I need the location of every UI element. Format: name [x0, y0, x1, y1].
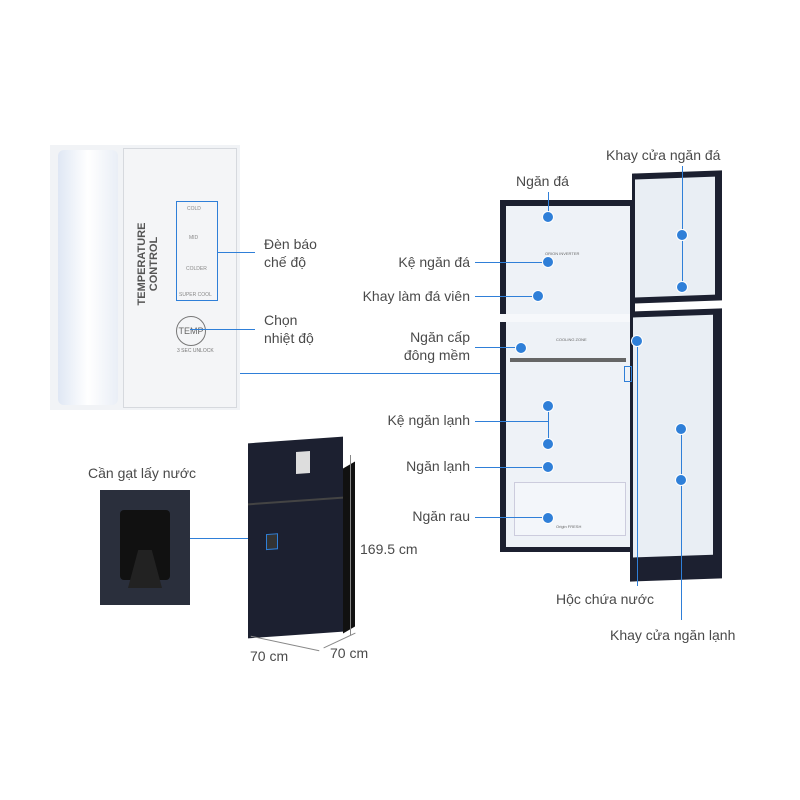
fridge-detail: nhiệt độ	[264, 330, 314, 346]
mode-lights-label: Đèn báo chế độ	[264, 235, 317, 271]
fridge-label: Ngăn lạnh	[406, 458, 470, 474]
callout-dot	[675, 423, 687, 435]
leader-line	[475, 421, 548, 422]
callout-dot	[542, 461, 554, 473]
temp-select-label: Chọn nhiệt độ	[264, 311, 314, 347]
freezer-label: Ngăn đá	[516, 173, 569, 189]
callout-dot	[515, 342, 527, 354]
mode-lights-box: COLD MID COLDER SUPER COOL	[176, 201, 218, 301]
leader-line	[681, 428, 682, 620]
fridge-door-tray-label: Khay cửa ngăn lạnh	[610, 627, 736, 643]
callout-dot	[631, 335, 643, 347]
control-panel-face	[123, 148, 237, 408]
dispenser-photo	[100, 490, 190, 605]
leader-line	[475, 347, 521, 348]
leader-line	[475, 296, 538, 297]
fridge-detail	[296, 450, 310, 474]
width-dimension: 70 cm	[250, 648, 289, 664]
fridge-detail: Đèn báo	[264, 236, 317, 252]
temp-button[interactable]: TEMP	[176, 316, 206, 346]
fridge-detail	[624, 366, 632, 382]
mode-colder: COLDER	[186, 266, 207, 272]
fridge-detail	[266, 533, 278, 551]
fridge-shelf-label: Kệ ngăn lạnh	[387, 412, 470, 428]
freezer-shelf-label: Kệ ngăn đá	[398, 254, 470, 270]
water-lever-label: Cần gạt lấy nước	[88, 465, 197, 481]
vegetable-label: Ngăn rau	[412, 508, 470, 524]
soft-freeze-label: Ngăn cấp đông mềm	[404, 328, 470, 364]
fridge-detail	[633, 314, 713, 558]
depth-dimension: 70 cm	[330, 645, 369, 661]
fridge-detail	[500, 314, 635, 322]
fridge-detail: chế độ	[264, 254, 307, 270]
fridge-detail: Ngăn cấp	[410, 329, 470, 345]
panel-title: TEMPERATURE CONTROL	[136, 222, 160, 306]
fridge-detail: đông mềm	[403, 347, 470, 363]
callout-dot	[676, 229, 688, 241]
height-dimension: 169.5 cm	[360, 541, 418, 557]
panel-light	[58, 150, 118, 405]
cooling-text: COOLING ZONE	[556, 337, 587, 342]
unlock-text: 3 SEC UNLOCK	[177, 348, 214, 354]
fridge-detail	[635, 176, 715, 298]
callout-dot	[542, 400, 554, 412]
leader-line	[190, 329, 255, 330]
fridge-door	[630, 308, 722, 582]
leader-line	[682, 166, 683, 287]
callout-dot	[542, 256, 554, 268]
callout-dot	[675, 474, 687, 486]
callout-dot	[542, 211, 554, 223]
fridge-detail	[248, 496, 343, 506]
callout-dot	[542, 438, 554, 450]
leader-line	[637, 340, 638, 586]
leader-line	[217, 252, 255, 253]
leader-line	[240, 373, 628, 374]
brand-text: ORION INVERTER	[545, 251, 580, 256]
leader-line	[475, 467, 548, 468]
fridge-detail	[510, 358, 626, 362]
leader-line	[475, 262, 548, 263]
leader-line	[548, 405, 549, 443]
mode-super-cool: SUPER COOL	[179, 292, 212, 298]
fridge-detail: Chọn	[264, 312, 298, 328]
fridge-detail	[343, 461, 355, 634]
freezer-door-tray-label: Khay cửa ngăn đá	[606, 147, 721, 163]
callout-dot	[542, 512, 554, 524]
crisper-text: Origin FRESH	[556, 524, 582, 529]
mode-cold: COLD	[187, 206, 201, 212]
water-tank-label: Hộc chứa nước	[556, 591, 654, 607]
ice-tray-label: Khay làm đá viên	[362, 288, 470, 304]
fridge-front-photo	[248, 436, 343, 639]
freezer-compartment	[506, 206, 630, 314]
leader-line	[475, 517, 548, 518]
leader-line	[350, 455, 351, 635]
leader-line	[190, 538, 270, 539]
callout-dot	[532, 290, 544, 302]
leader-line	[548, 192, 549, 217]
mode-mid: MID	[189, 235, 199, 241]
crisper-drawer	[514, 482, 626, 536]
callout-dot	[676, 281, 688, 293]
